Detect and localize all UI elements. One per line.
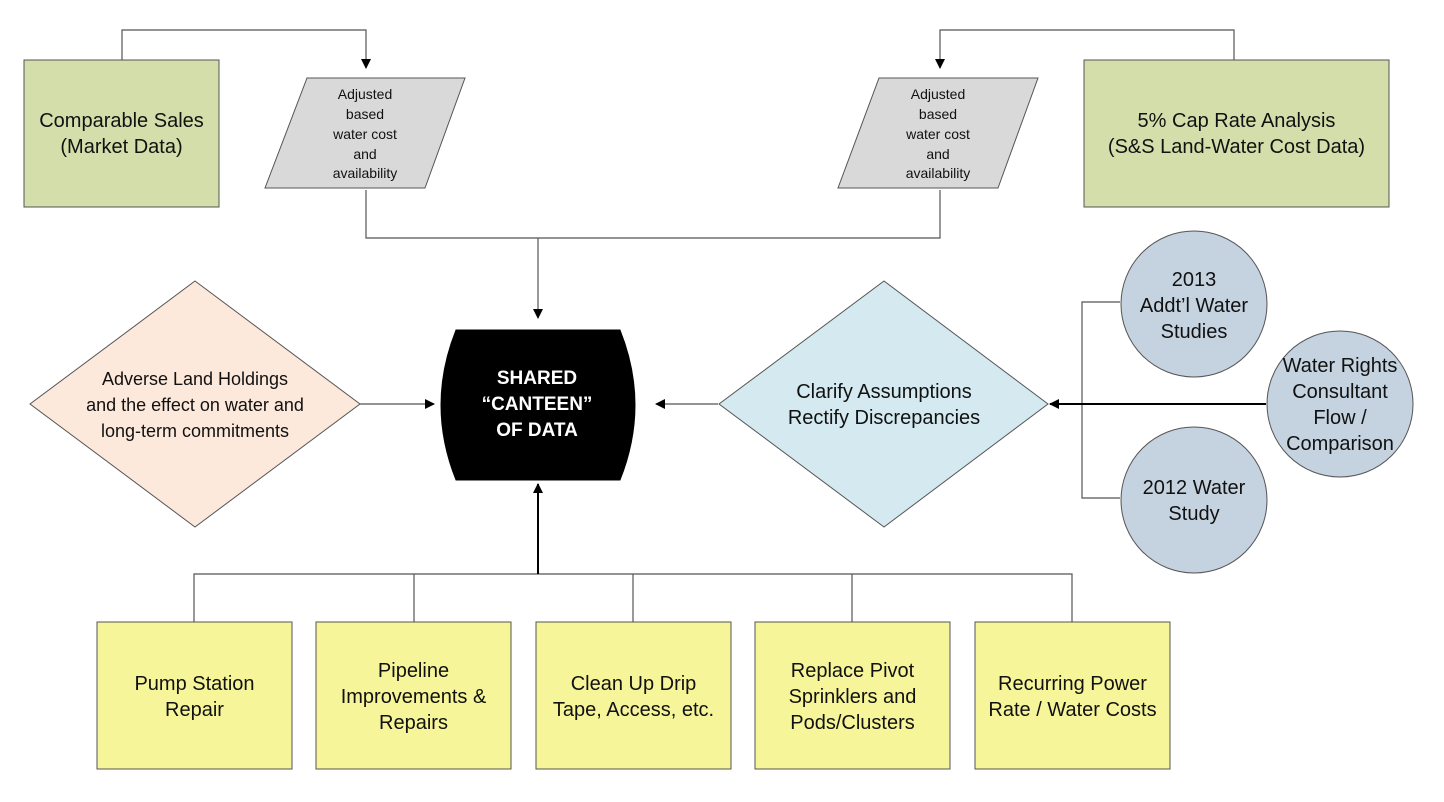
pivot-line-2: Sprinklers and: [789, 686, 917, 708]
cap-rate-line-2: (S&S Land-Water Cost Data): [1108, 136, 1365, 158]
adverse-land-line-3: long-term commitments: [101, 421, 289, 441]
study-2012-line-1: 2012 Water: [1143, 477, 1246, 499]
pump-station-line-2: Repair: [165, 699, 224, 721]
adverse-land-line-2: and the effect on water and: [86, 395, 304, 415]
water-rights-line-1: Water Rights: [1283, 355, 1398, 377]
pipeline-line-2: Improvements &: [341, 686, 487, 708]
connectors: [121, 29, 1266, 622]
edge-caprate-to-adjusted-right: [935, 29, 1235, 69]
studies-2013-line-2: Addt’l Water: [1140, 295, 1249, 317]
studies-2013-line-3: Studies: [1161, 321, 1228, 343]
cap-rate-line-1: 5% Cap Rate Analysis: [1138, 110, 1336, 132]
power-rate-line-1: Recurring Power: [998, 673, 1147, 695]
adjusted-left-line-2: based: [346, 106, 384, 122]
drip-tape-line-2: Tape, Access, etc.: [553, 699, 714, 721]
water-rights-line-4: Comparison: [1286, 433, 1394, 455]
adjusted-right-line-5: availability: [906, 165, 971, 181]
water-rights-line-3: Flow /: [1313, 407, 1367, 429]
edge-adjusted-left-down: [365, 190, 538, 239]
studies-2013-circle: 2013 Addt’l Water Studies: [1120, 230, 1268, 378]
water-rights-circle: Water Rights Consultant Flow / Compariso…: [1266, 330, 1414, 478]
power-rate-box: Recurring Power Rate / Water Costs: [974, 621, 1171, 770]
comparable-sales-line-1: Comparable Sales: [39, 110, 204, 132]
comparable-sales-box: Comparable Sales (Market Data): [23, 59, 220, 208]
adverse-land-diamond: Adverse Land Holdings and the effect on …: [29, 280, 361, 528]
pivot-line-1: Replace Pivot: [791, 660, 915, 682]
cap-rate-analysis-box: 5% Cap Rate Analysis (S&S Land-Water Cos…: [1083, 59, 1390, 208]
adjusted-right-line-1: Adjusted: [911, 86, 965, 102]
adjusted-left-parallelogram: Adjusted based water cost and availabili…: [264, 77, 466, 189]
shared-canteen-line-3: OF DATA: [496, 420, 578, 441]
clarify-line-1: Clarify Assumptions: [796, 381, 972, 403]
pivot-box: Replace Pivot Sprinklers and Pods/Cluste…: [754, 621, 951, 770]
edge-adjusted-right-down: [538, 190, 941, 239]
shared-canteen-line-1: SHARED: [497, 368, 577, 389]
pipeline-line-3: Repairs: [379, 712, 448, 734]
edge-2013-bracket: [1081, 301, 1120, 499]
pipeline-box: Pipeline Improvements & Repairs: [315, 621, 512, 770]
power-rate-line-2: Rate / Water Costs: [988, 699, 1156, 721]
shared-canteen-node: SHARED “CANTEEN” OF DATA: [440, 329, 636, 481]
adjusted-left-line-3: water cost: [332, 126, 397, 142]
pump-station-box: Pump Station Repair: [96, 621, 293, 770]
edge-comparable-to-adjusted-left: [121, 29, 371, 69]
study-2012-circle: 2012 Water Study: [1120, 426, 1268, 574]
adjusted-right-line-3: water cost: [905, 126, 970, 142]
adjusted-right-parallelogram: Adjusted based water cost and availabili…: [837, 77, 1039, 189]
pipeline-line-1: Pipeline: [378, 660, 449, 682]
pump-station-line-1: Pump Station: [134, 673, 254, 695]
shared-canteen-line-2: “CANTEEN”: [482, 394, 593, 415]
studies-2013-line-1: 2013: [1172, 269, 1217, 291]
clarify-line-2: Rectify Discrepancies: [788, 407, 980, 429]
comparable-sales-line-2: (Market Data): [60, 136, 182, 158]
adjusted-left-line-4: and: [353, 146, 376, 162]
adjusted-left-line-5: availability: [333, 165, 398, 181]
adjusted-right-line-2: based: [919, 106, 957, 122]
clarify-diamond: Clarify Assumptions Rectify Discrepancie…: [718, 280, 1049, 528]
drip-tape-box: Clean Up Drip Tape, Access, etc.: [535, 621, 732, 770]
study-2012-line-2: Study: [1168, 503, 1219, 525]
adverse-land-line-1: Adverse Land Holdings: [102, 369, 288, 389]
adjusted-right-line-4: and: [926, 146, 949, 162]
drip-tape-line-1: Clean Up Drip: [571, 673, 697, 695]
pivot-line-3: Pods/Clusters: [790, 712, 915, 734]
water-rights-line-2: Consultant: [1292, 381, 1388, 403]
adjusted-left-line-1: Adjusted: [338, 86, 392, 102]
